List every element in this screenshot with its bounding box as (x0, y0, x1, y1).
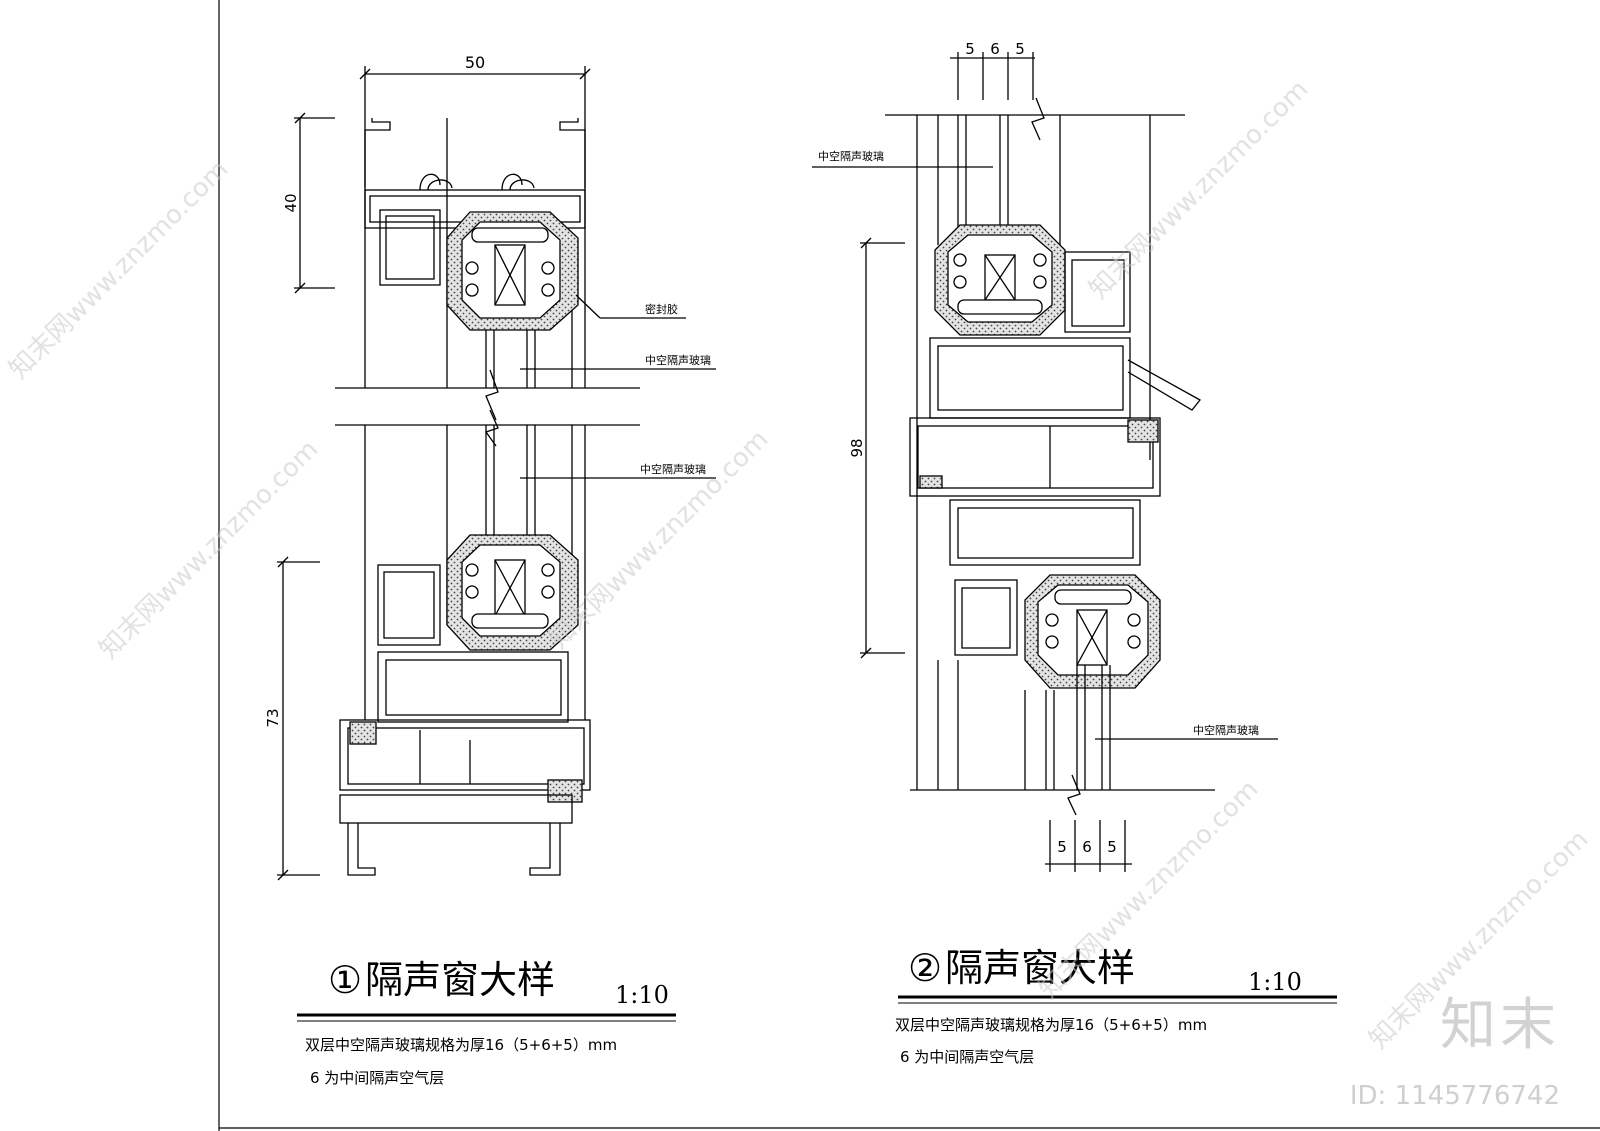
d1-note-line1: 双层中空隔声玻璃规格为厚16（5+6+5）mm (305, 1036, 617, 1054)
watermark-text: 知末网www.znzmo.com (94, 434, 325, 665)
d1-label-sealant: 密封胶 (645, 302, 678, 316)
d1-dim-top: 40 (282, 193, 300, 212)
d2-dim-top-b: 6 (990, 40, 1000, 58)
d1-number: ① (328, 958, 362, 1002)
watermark-text: 知末网www.znzmo.com (4, 154, 235, 385)
d2-label-glass-lower: 中空隔声玻璃 (1193, 723, 1259, 737)
watermark-layer: 知末网www.znzmo.com 知末网www.znzmo.com 知末网www… (4, 74, 1595, 1055)
d2-note-line1: 双层中空隔声玻璃规格为厚16（5+6+5）mm (895, 1016, 1207, 1034)
watermark-text: 知末网www.znzmo.com (544, 424, 775, 655)
d2-dim-top-c: 5 (1015, 40, 1025, 58)
detail-2 (812, 52, 1278, 872)
d2-number: ② (908, 946, 942, 990)
d1-dim-width: 50 (465, 53, 485, 72)
watermark-logo: 知末 (1440, 993, 1560, 1058)
watermark-text: 知末网www.znzmo.com (1034, 774, 1265, 1005)
d1-note-line2: 6 为中间隔声空气层 (310, 1069, 444, 1087)
d2-note-line2: 6 为中间隔声空气层 (900, 1048, 1034, 1066)
d1-scale: 1:10 (615, 981, 669, 1009)
detail-1 (277, 66, 716, 881)
d2-scale: 1:10 (1248, 968, 1302, 996)
d2-title: 隔声窗大样 (945, 946, 1135, 990)
d1-label-glass-lower: 中空隔声玻璃 (640, 462, 706, 476)
d1-label-glass-upper: 中空隔声玻璃 (645, 353, 711, 367)
d2-dim-bottom-b: 6 (1082, 838, 1092, 856)
watermark-id: ID: 1145776742 (1349, 1081, 1560, 1111)
watermark-text: 知末网www.znzmo.com (1084, 74, 1315, 305)
d2-dim-height: 98 (848, 438, 866, 457)
d2-dim-bottom-a: 5 (1057, 838, 1067, 856)
d2-dim-top-a: 5 (965, 40, 975, 58)
d1-dim-bottom: 73 (264, 708, 282, 727)
d2-label-glass-upper: 中空隔声玻璃 (818, 149, 884, 163)
d1-title: 隔声窗大样 (365, 958, 555, 1002)
d2-dim-bottom-c: 5 (1107, 838, 1117, 856)
